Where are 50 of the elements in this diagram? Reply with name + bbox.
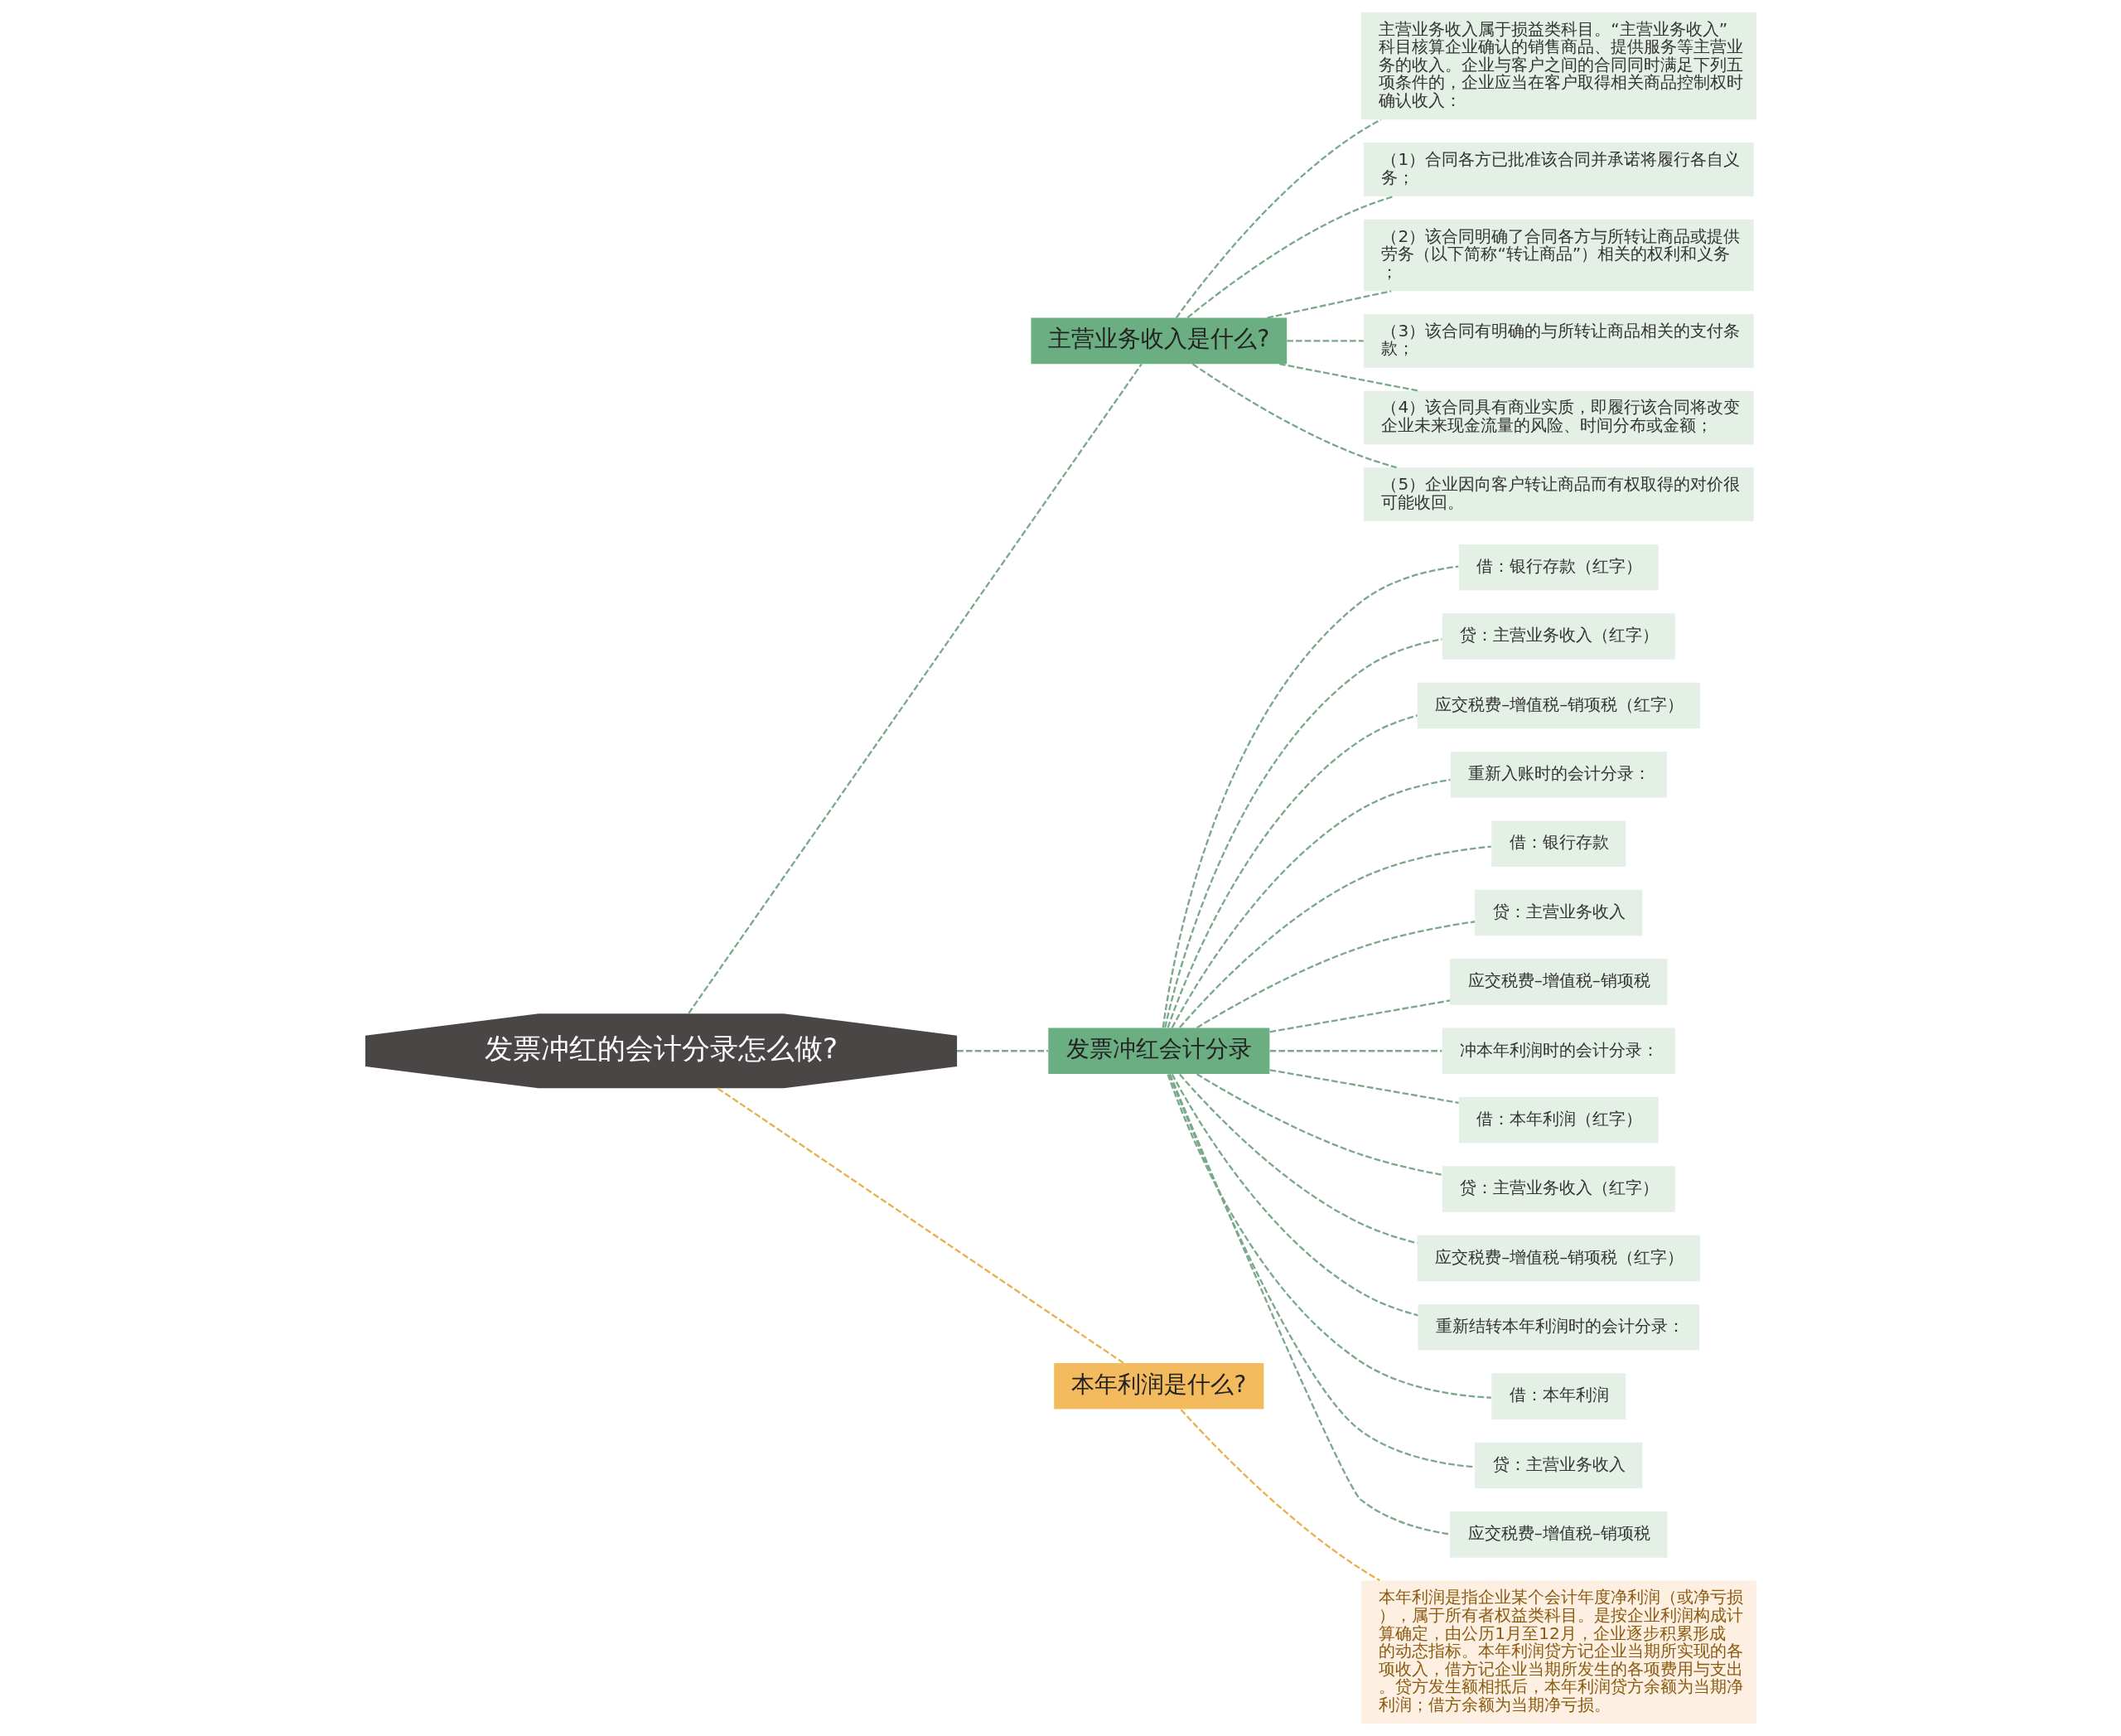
node-box: 借：银行存款 <box>1490 820 1626 867</box>
node-box: 主营业务收入是什么? <box>1030 317 1287 365</box>
connector <box>1180 1409 1380 1582</box>
node-box: 重新入账时的会计分录： <box>1450 752 1667 798</box>
node-box: 重新结转本年利润时的会计分录： <box>1417 1303 1699 1351</box>
node-box: 贷：主营业务收入 <box>1474 1442 1642 1489</box>
connector <box>1167 1074 1475 1468</box>
connector <box>687 363 1143 1014</box>
connector <box>1163 638 1442 1028</box>
node-box: （2）该合同明确了合同各方与所转让商品或提供劳务（以下简称“转让商品”）相关的权利和义务； <box>1363 219 1754 292</box>
node-box: 贷：主营业务收入（红字） <box>1442 1166 1675 1212</box>
node-box: （5）企业因向客户转让商品而有权取得的对价很可能收回。 <box>1363 467 1754 522</box>
connector <box>717 1087 1123 1364</box>
node-box: 借：本年利润（红字） <box>1458 1096 1659 1144</box>
node-box: （1）合同各方已批准该合同并承诺将履行各自义务； <box>1363 143 1754 196</box>
connector <box>1171 778 1451 1028</box>
node-box: 借：银行存款（红字） <box>1458 544 1659 591</box>
connector <box>1178 845 1491 1028</box>
node-box: 本年利润是什么? <box>1053 1363 1263 1410</box>
connector <box>1167 1074 1491 1399</box>
connector <box>1268 999 1450 1033</box>
node-box: 主营业务收入属于损益类科目。“主营业务收入”科目核算企业确认的销售商品、提供服务等主营业务的收入。企业与客户之间的合同同时满足下列五项条件的，企业应当在客户取得相关商品控制权时确认收入： <box>1360 12 1756 120</box>
connector <box>1196 921 1475 1029</box>
connector <box>1268 1069 1459 1105</box>
node-box: 贷：主营业务收入 <box>1474 889 1642 936</box>
connector <box>1286 340 1364 342</box>
connector <box>1178 1073 1418 1245</box>
connector <box>1175 118 1381 319</box>
connector <box>1186 195 1394 319</box>
connector <box>1269 1050 1442 1052</box>
node-box: 发票冲红会计分录 <box>1047 1028 1269 1075</box>
node-box: 应交税费–增值税–销项税 <box>1449 1511 1667 1558</box>
node-box: 应交税费–增值税–销项税（红字） <box>1417 682 1700 729</box>
connector <box>1167 714 1418 1028</box>
connector <box>1168 1073 1450 1535</box>
node-box: （4）该合同具有商业实质，即履行该合同将改变企业未来现金流量的风险、时间分布或金额； <box>1363 390 1754 445</box>
node-box: （3）该合同有明确的与所转让商品相关的支付条款； <box>1363 314 1754 368</box>
node-box: 应交税费–增值税–销项税 <box>1449 959 1667 1005</box>
node-box: 借：本年利润 <box>1490 1373 1626 1419</box>
node-box: 贷：主营业务收入（红字） <box>1442 613 1675 660</box>
connector <box>1196 1073 1442 1176</box>
node-box: 本年利润是指企业某个会计年度净利润（或净亏损），属于所有者权益类科目。是按企业利润构成计算确定，由公历1月至12月，企业逐步积累形成的动态指标。本年利润贷方记企业当期所实现的各项收入，借方记企业当期所发生的各项费用与支出。贷方发生额相抵后，本年利润贷方余额为当期净利润；借方余额为当期净亏损。 <box>1360 1580 1756 1724</box>
connector <box>1191 363 1397 469</box>
node-box: 应交税费–增值税–销项税（红字） <box>1417 1235 1700 1282</box>
connector <box>1278 363 1418 392</box>
node-box: 冲本年利润时的会计分录： <box>1442 1028 1675 1075</box>
connector <box>1266 290 1391 319</box>
connector <box>1162 565 1458 1028</box>
connector <box>1171 1073 1418 1317</box>
connector <box>956 1050 1048 1052</box>
